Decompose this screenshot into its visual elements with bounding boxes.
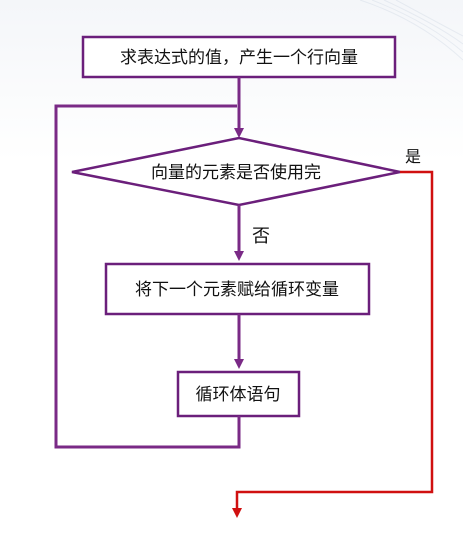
loop-back-connector	[54, 104, 241, 449]
start-box	[81, 35, 397, 79]
decision-label: 向量的元素是否使用完	[151, 162, 321, 183]
exit-connector	[232, 170, 434, 518]
assign-box-label: 将下一个元素赋给循环变量	[135, 280, 339, 300]
no-label: 否	[252, 226, 270, 247]
body-box-label: 循环体语句	[196, 385, 281, 405]
yes-label: 是	[405, 147, 421, 166]
start-box-label: 求表达式的值，产生一个行向量	[120, 48, 358, 68]
background-decoration	[359, 0, 463, 61]
